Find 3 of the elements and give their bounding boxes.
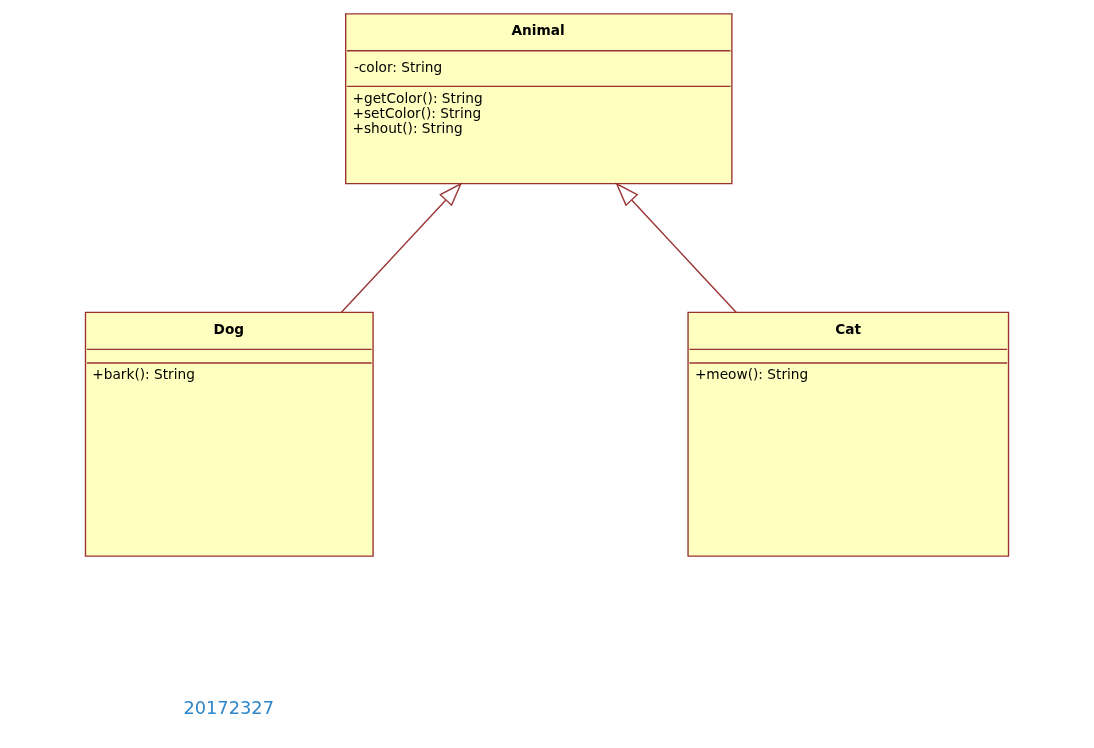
arrow (615, 182, 737, 313)
label: 20172327 (183, 697, 274, 719)
arrow (340, 182, 463, 313)
